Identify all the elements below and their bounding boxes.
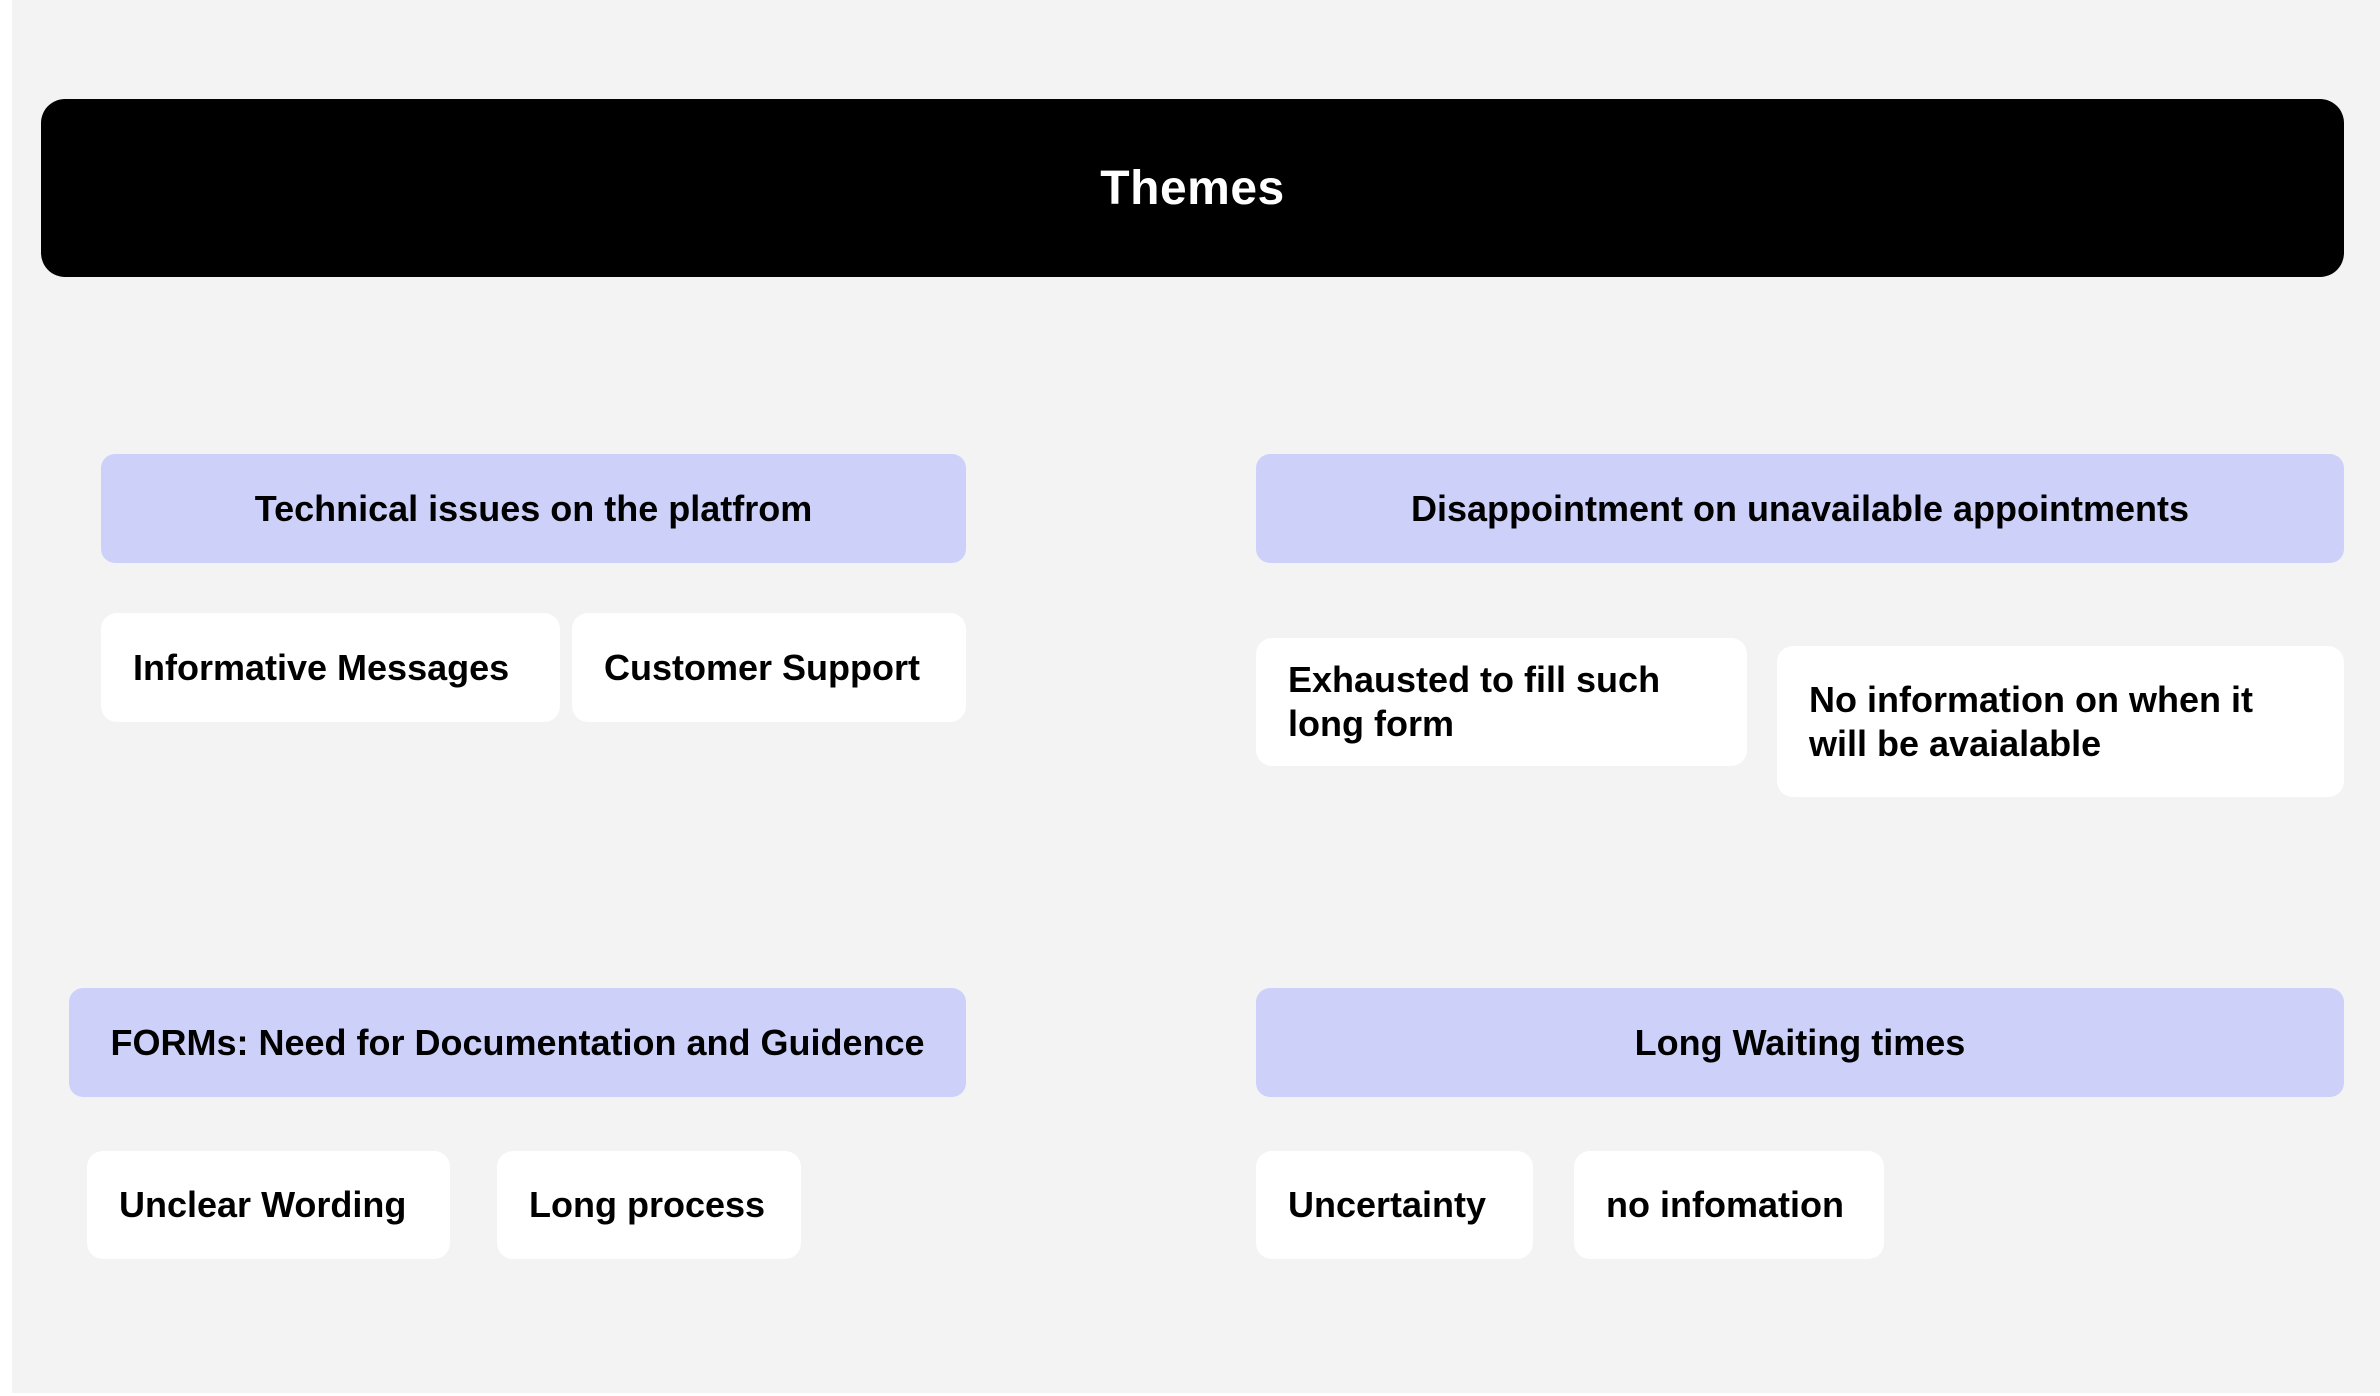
sticky-note-uncertainty[interactable]: Uncertainty bbox=[1256, 1151, 1533, 1259]
sticky-note-exhausted-long-form[interactable]: Exhausted to fill such long form bbox=[1256, 638, 1747, 766]
sticky-note-customer-support[interactable]: Customer Support bbox=[572, 613, 966, 722]
sticky-note-long-process[interactable]: Long process bbox=[497, 1151, 801, 1259]
theme-long-waiting-times[interactable]: Long Waiting times bbox=[1256, 988, 2344, 1097]
sticky-note-no-infomation[interactable]: no infomation bbox=[1574, 1151, 1884, 1259]
sticky-note-unclear-wording[interactable]: Unclear Wording bbox=[87, 1151, 450, 1259]
sticky-note-no-information-availability[interactable]: No information on when it will be avaial… bbox=[1777, 646, 2344, 797]
header-title: Themes bbox=[1100, 161, 1285, 215]
theme-forms-documentation[interactable]: FORMs: Need for Documentation and Guiden… bbox=[69, 988, 966, 1097]
theme-disappointment-appointments[interactable]: Disappointment on unavailable appointmen… bbox=[1256, 454, 2344, 563]
themes-header[interactable]: Themes bbox=[41, 99, 2344, 277]
sticky-note-informative-messages[interactable]: Informative Messages bbox=[101, 613, 560, 722]
theme-technical-issues[interactable]: Technical issues on the platfrom bbox=[101, 454, 966, 563]
